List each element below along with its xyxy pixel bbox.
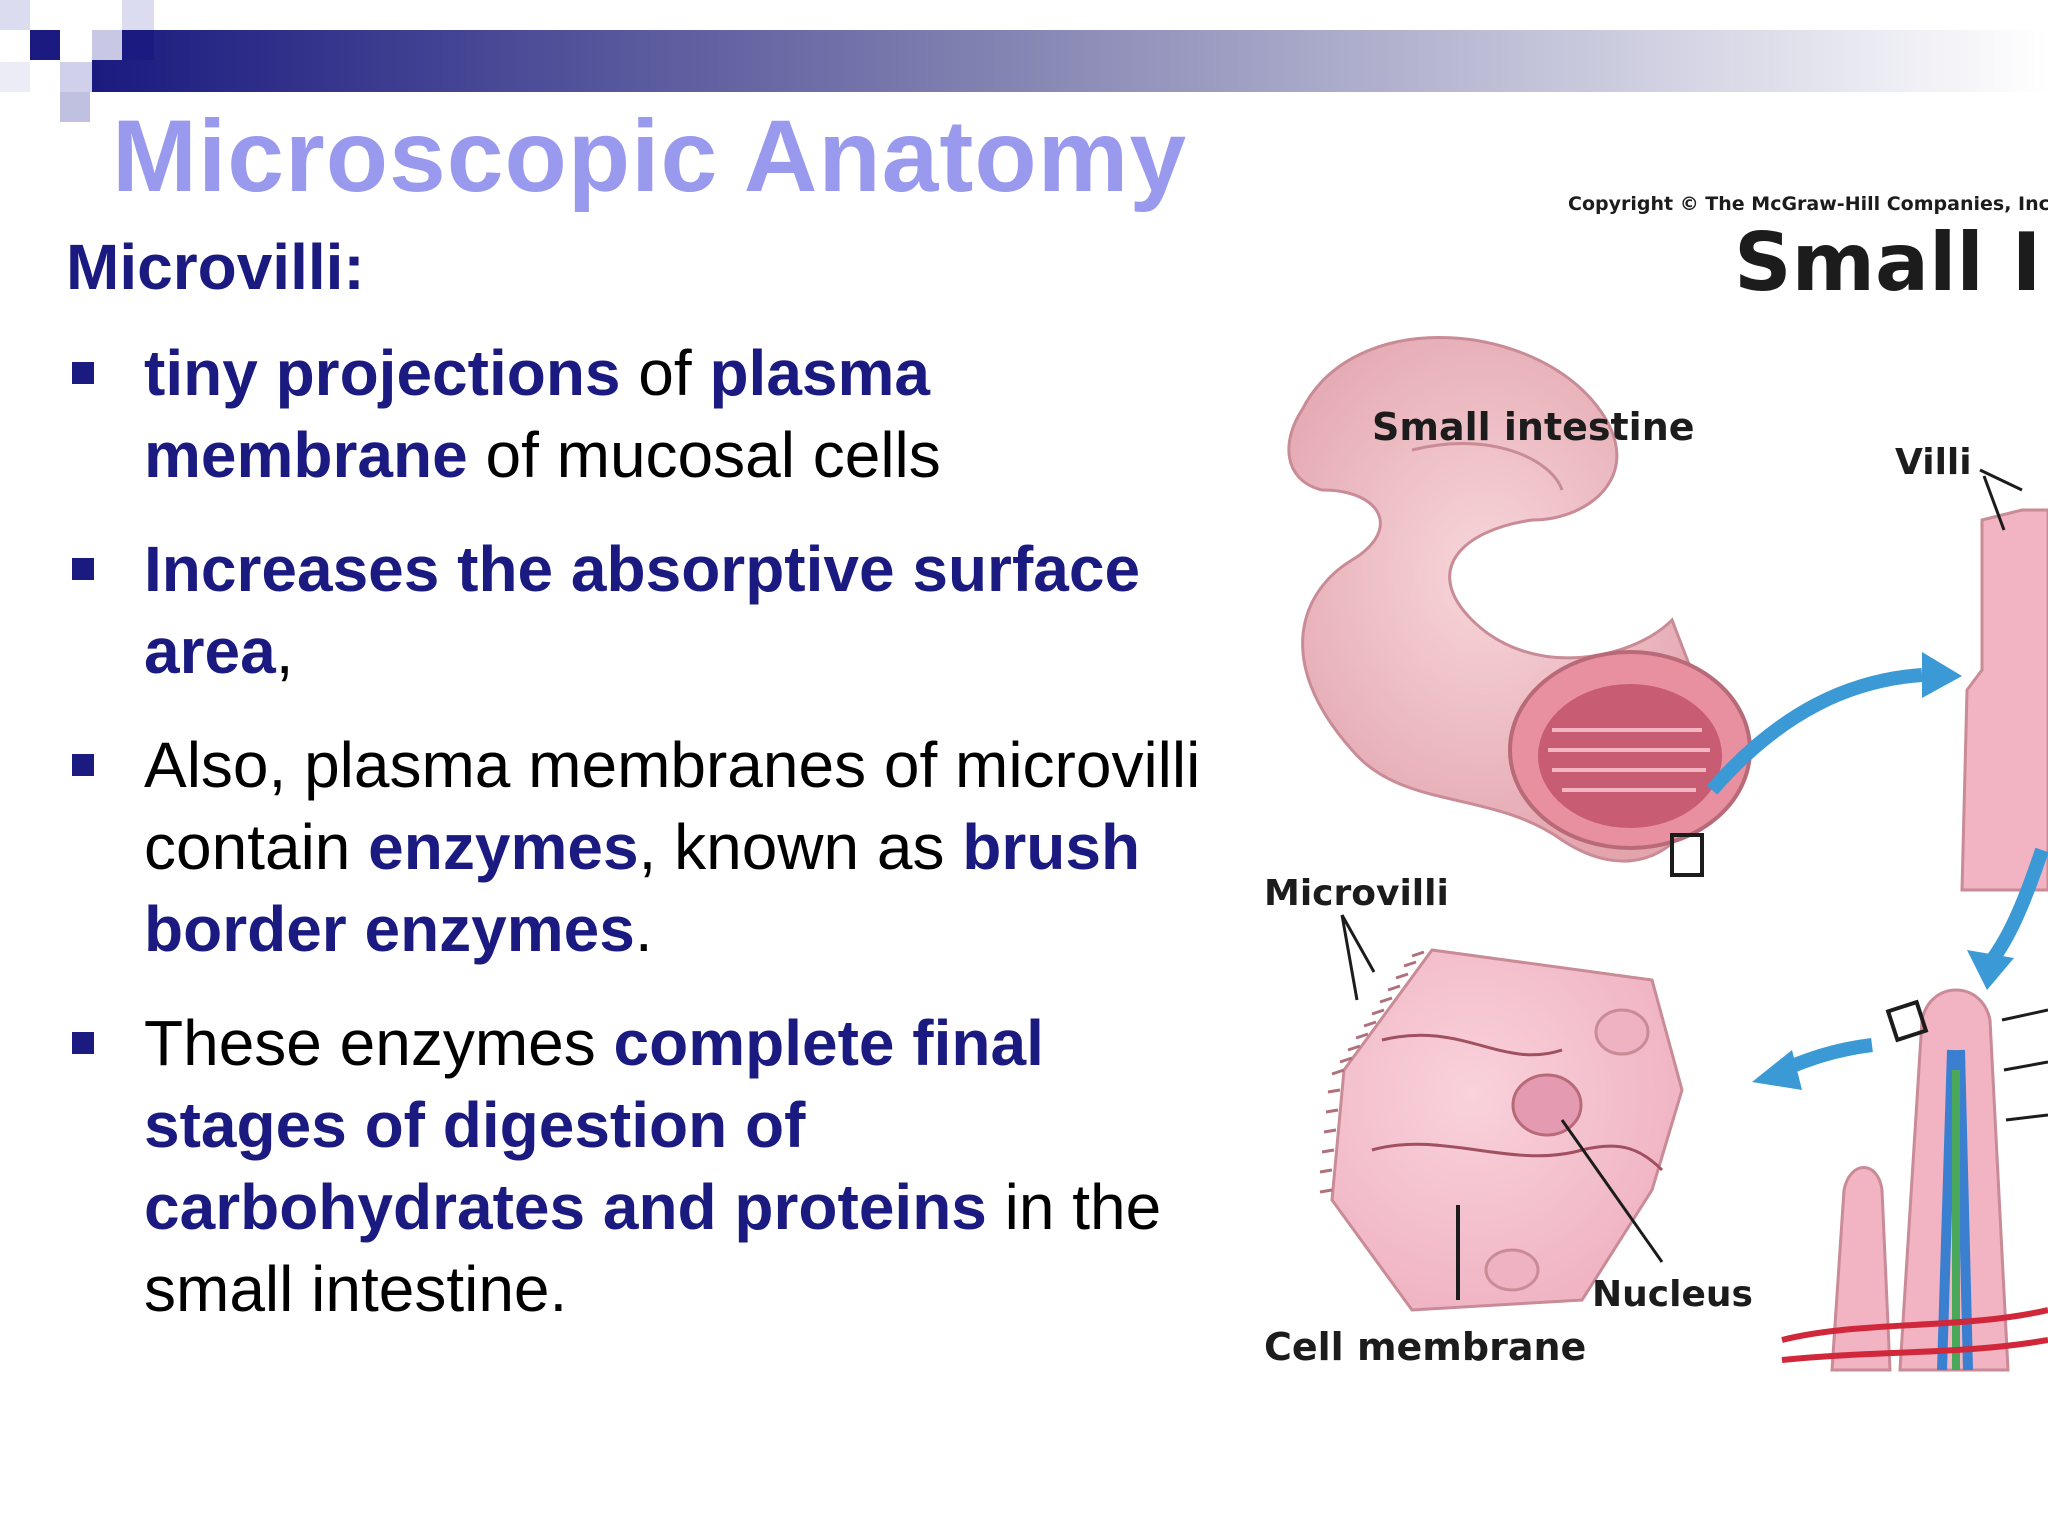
subheading: Microvilli: bbox=[66, 231, 365, 303]
bullet-square-icon bbox=[72, 754, 94, 776]
label-villi: Villi bbox=[1895, 442, 1972, 483]
label-small-intestine: Small intestine bbox=[1372, 405, 1695, 449]
arrow-head-icon bbox=[1967, 950, 2014, 990]
blood-vessels bbox=[1781, 1307, 2048, 1363]
villus-pointers bbox=[2001, 1008, 2048, 1122]
emphasis-text: brush border enzymes bbox=[144, 811, 1141, 965]
intestine-fold bbox=[1411, 442, 1564, 491]
label-microvilli: Microvilli bbox=[1264, 873, 1449, 914]
bullet-item: These enzymes complete final stages of d… bbox=[66, 1002, 1236, 1330]
deco-square bbox=[0, 0, 30, 30]
slide-title: Microscopic Anatomy bbox=[112, 99, 1188, 213]
bullet-text: tiny projections of plasma membrane of m… bbox=[144, 337, 941, 491]
villus-capillary bbox=[1937, 1049, 1973, 1371]
bullet-item: Increases the absorptive surface area, bbox=[66, 528, 1236, 692]
emphasis-text: plasma membrane bbox=[144, 337, 930, 491]
microvilli-fringe bbox=[1319, 950, 1425, 1194]
nucleus bbox=[1484, 1248, 1540, 1292]
label-cell-membrane: Cell membrane bbox=[1264, 1325, 1586, 1369]
emphasis-text: Increases the absorptive surface area bbox=[144, 533, 1141, 687]
emphasis-text: complete final stages of digestion of ca… bbox=[144, 1007, 1044, 1243]
plain-text: in the small intestine. bbox=[144, 1171, 1162, 1325]
slide-content: Microvilli: tiny projections of plasma m… bbox=[66, 230, 1236, 1362]
arrow-head-icon bbox=[1752, 1050, 1802, 1090]
zoom-box bbox=[1670, 833, 1704, 877]
arrow-icon bbox=[1706, 668, 1923, 795]
bullet-square-icon bbox=[72, 1032, 94, 1054]
plain-text: , bbox=[275, 615, 294, 687]
deco-square bbox=[30, 30, 60, 60]
bullet-square-icon bbox=[72, 558, 94, 580]
label-nucleus: Nucleus bbox=[1592, 1274, 1753, 1315]
small-intestine-figure: Copyright © The McGraw-Hill Companies, I… bbox=[1262, 190, 2048, 1390]
arrow-icon bbox=[1986, 847, 2048, 965]
cell-borders bbox=[1371, 1033, 1664, 1172]
plain-text: of mucosal cells bbox=[467, 419, 941, 491]
bullet-text: These enzymes complete final stages of d… bbox=[144, 1007, 1161, 1325]
deco-square bbox=[0, 62, 30, 92]
bullet-item: tiny projections of plasma membrane of m… bbox=[66, 332, 1236, 496]
anatomy-illustration: Copyright © The McGraw-Hill Companies, I… bbox=[1264, 193, 2048, 1372]
deco-square bbox=[60, 62, 92, 92]
plain-text: Also, plasma membranes of microvilli con… bbox=[144, 729, 1201, 883]
nucleus-pointer bbox=[1560, 1119, 1664, 1263]
bullet-text: Increases the absorptive surface area, bbox=[144, 533, 1140, 687]
intestine-lumen bbox=[1538, 684, 1722, 828]
villi-pointer bbox=[1979, 468, 2023, 531]
villus-neighbor bbox=[1830, 1166, 1892, 1372]
deco-square bbox=[60, 92, 90, 122]
emphasis-text: enzymes bbox=[368, 811, 639, 883]
nucleus bbox=[1594, 1008, 1650, 1056]
header-gradient-bar bbox=[92, 30, 2048, 92]
arrow-head-icon bbox=[1922, 652, 1962, 698]
bullet-text: Also, plasma membranes of microvilli con… bbox=[144, 729, 1200, 965]
lumen-folds bbox=[1548, 728, 1710, 792]
figure-heading: Small Ir bbox=[1734, 216, 2048, 309]
bullet-square-icon bbox=[72, 362, 94, 384]
deco-square bbox=[122, 30, 154, 60]
nucleus bbox=[1511, 1073, 1583, 1137]
bullet-list: tiny projections of plasma membrane of m… bbox=[66, 332, 1236, 1330]
header-band bbox=[0, 0, 2048, 122]
plain-text: . bbox=[634, 893, 653, 965]
deco-square bbox=[122, 0, 154, 30]
bullet-item: Also, plasma membranes of microvilli con… bbox=[66, 724, 1236, 970]
plain-text: of bbox=[620, 337, 710, 409]
microvilli-pointer bbox=[1340, 914, 1376, 1001]
plain-text: , known as bbox=[638, 811, 963, 883]
deco-square bbox=[92, 30, 122, 60]
plain-text: These enzymes bbox=[144, 1007, 614, 1079]
zoom-box bbox=[1885, 999, 1929, 1043]
mucosal-cell-block bbox=[1330, 948, 1684, 1312]
emphasis-text: tiny projections bbox=[144, 337, 621, 409]
copyright-text: Copyright © The McGraw-Hill Companies, I… bbox=[1568, 193, 2048, 215]
villi-strip bbox=[1960, 508, 2048, 892]
